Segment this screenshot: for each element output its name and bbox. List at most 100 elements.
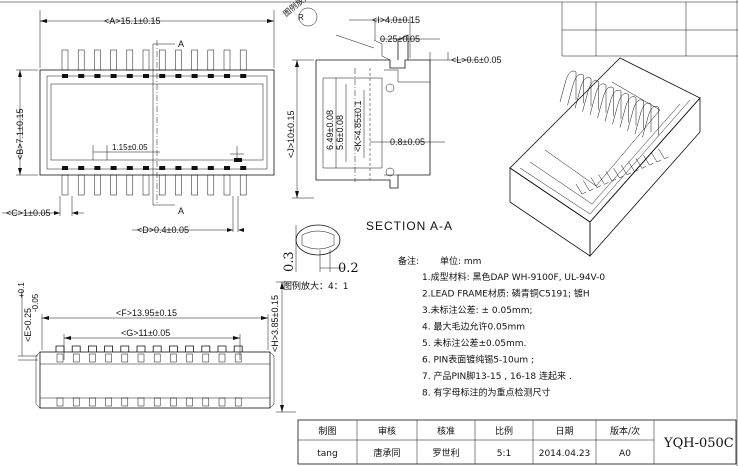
pin-top-tab <box>143 74 149 78</box>
dim-g: <G>11±0.05 <box>121 328 170 338</box>
dim-e: <E>0.25 <box>23 308 33 342</box>
iso-pin-far <box>574 77 592 109</box>
iso-pin-far <box>612 93 629 125</box>
dim-j: <J>10±0.15 <box>286 111 296 158</box>
side-pin-base <box>89 397 96 407</box>
iso-pin-near <box>605 171 617 182</box>
pin-bottom-tab <box>207 166 214 170</box>
iso-pin-near <box>635 158 647 169</box>
tb-value: 唐承同 <box>373 447 400 459</box>
pin-top <box>191 49 198 71</box>
iso-pin-far <box>597 86 614 119</box>
notes-block: 备注: 单位: mm 1.成型材料: 黑色DAP WH-9100F, UL-94… <box>398 255 605 399</box>
dim-b: <B>7.1±0.15 <box>15 109 25 160</box>
iso-pin-far <box>589 83 607 115</box>
tb-value: 5:1 <box>497 449 511 459</box>
note-item: 4. 最大毛边允许0.05mm <box>422 321 525 333</box>
pin-top-tab <box>62 74 68 78</box>
section-view: R 图例放大 2:1 <I>4.0±0.15 0.25±0.05 <L>0.6±… <box>281 0 502 233</box>
pin-top <box>142 49 150 71</box>
pin-bottom-tab <box>62 166 68 170</box>
side-view-body <box>39 351 271 409</box>
side-pin-base <box>137 397 145 407</box>
side-pin-base <box>170 397 177 407</box>
note-item: 5. 未标注公差±0.05mm. <box>422 337 526 349</box>
pin-top-tab <box>191 74 198 78</box>
iso-pin-near <box>590 177 602 188</box>
iso-pin-near <box>628 161 639 172</box>
pin-bottom-tab <box>94 166 101 170</box>
pin-top <box>207 49 215 71</box>
pin-bottom <box>142 174 150 196</box>
pin-bottom <box>158 174 166 196</box>
side-pin <box>120 345 130 352</box>
side-pin <box>104 345 113 352</box>
pin-bottom-tab <box>110 166 117 170</box>
pin-top <box>158 49 166 71</box>
dim-k: <K>4.85±0.1 <box>353 101 363 152</box>
pin-top <box>110 49 117 71</box>
dim-l: <L>0.6±0.05 <box>451 55 501 65</box>
pin-bottom <box>110 174 117 196</box>
tb-value: tang <box>317 449 337 459</box>
side-pin <box>71 345 81 352</box>
dim-pitch: 1.15±0.05 <box>112 143 148 152</box>
tb-value: 罗世利 <box>432 447 459 459</box>
iso-pin-far <box>627 99 644 131</box>
tb-header: 审核 <box>378 425 396 437</box>
pin-bottom <box>94 174 101 196</box>
side-pin-base <box>202 397 210 407</box>
dim-649: 6.49±0.08 <box>325 110 335 150</box>
dim-a: <A>15.1±0.15 <box>104 16 161 26</box>
pin-top-tab <box>78 74 85 78</box>
isometric-view <box>509 57 701 258</box>
pin-bottom-tab <box>78 166 85 170</box>
pin-top <box>61 49 69 71</box>
side-pin-base <box>72 397 80 407</box>
side-pin-slot <box>153 353 161 363</box>
tb-header: 核准 <box>437 425 455 437</box>
pin-top-tab <box>224 74 230 78</box>
pin-top <box>175 49 182 71</box>
notes-header: 备注: <box>398 255 419 267</box>
side-pin-slot <box>72 353 80 363</box>
dim-c: <C>1±0.05 <box>6 208 50 218</box>
pin-top <box>223 49 231 71</box>
section-mark-top: A <box>178 39 184 49</box>
pin-top-tab <box>159 74 166 78</box>
iso-pin-far <box>619 96 637 128</box>
pin-top-tab <box>94 74 101 78</box>
pin-top-tab <box>207 74 214 78</box>
side-pin-base <box>121 397 129 407</box>
section-label: SECTION A-A <box>366 219 453 233</box>
tb-value: 2014.04.23 <box>539 449 591 459</box>
side-pin <box>88 345 97 352</box>
pin-bottom-tab <box>175 166 182 170</box>
pin-bottom-tab <box>240 166 247 170</box>
iso-pin-far <box>642 105 659 138</box>
note-item: 1.成型材料: 黑色DAP WH-9100F, UL-94V-0 <box>422 271 605 283</box>
note-item: 8. 有字母标注的为重点检测尺寸 <box>422 387 550 399</box>
side-pin <box>217 345 227 352</box>
pin-bottom-tab <box>126 166 133 170</box>
pin-top <box>94 49 101 71</box>
dim-02: 0.2 <box>338 261 359 276</box>
side-pin-slot <box>89 353 96 363</box>
note-item: 7. 产品PIN脚13-15 , 16-18 连起来 . <box>422 370 572 382</box>
pin-bottom <box>77 174 85 196</box>
detail-scale-label: 图例放大：4：1 <box>283 280 348 292</box>
pin-top <box>77 49 85 71</box>
side-pin-base <box>234 397 242 407</box>
iso-pin-far <box>559 70 577 103</box>
dim-08: 0.8±0.05 <box>390 137 425 147</box>
side-pin <box>233 345 243 352</box>
top-view: A A <A>15.1±0.15 <B>7.1±0.15 1.15±0.05 <… <box>2 10 275 235</box>
iso-pin-far <box>604 89 622 122</box>
dim-56: 5.6±0.08 <box>335 115 345 150</box>
side-pin-slot <box>105 353 112 363</box>
revision-grid <box>561 2 738 57</box>
dim-e-tol-plus: +0.1 <box>17 282 26 298</box>
iso-pin-near <box>658 148 669 160</box>
